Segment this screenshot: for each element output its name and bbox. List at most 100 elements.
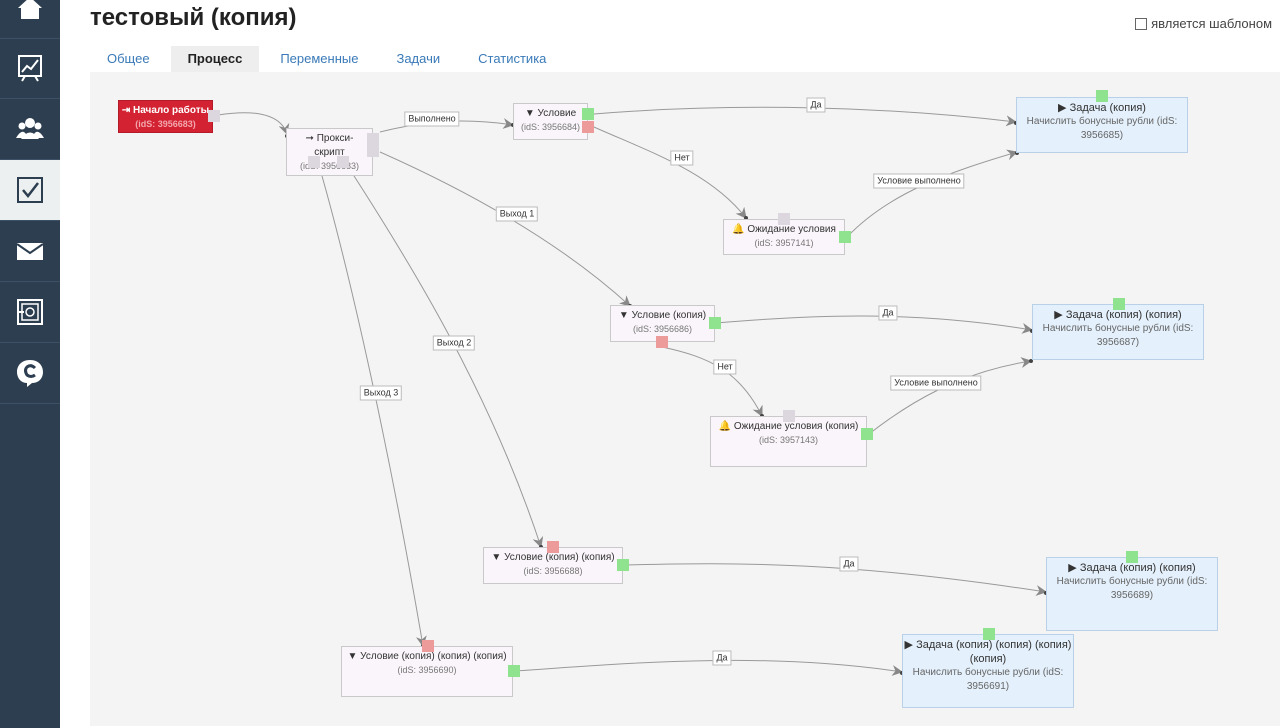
node-wait2-ids: (idS: 3957143): [758, 435, 819, 445]
node-task-4[interactable]: ▶ Задача (копия) (копия) (копия) (копия)…: [902, 634, 1074, 708]
filter-icon: ▼: [618, 310, 629, 321]
node-start-port[interactable]: [208, 110, 220, 122]
node-cond4-port-yes[interactable]: [508, 665, 520, 677]
node-task4-port[interactable]: [983, 628, 995, 640]
chart-board-icon: [18, 55, 42, 82]
sidebar-item-users[interactable]: [0, 99, 60, 160]
edge-proxy-cond4: [317, 161, 427, 648]
edge-proxy-cond2: [379, 151, 631, 307]
tab-tasks[interactable]: Задачи: [396, 51, 441, 66]
edge-label-exit3: Выход 3: [359, 385, 403, 401]
node-cond2-port-yes[interactable]: [709, 317, 721, 329]
edge-start-proxy: [217, 112, 290, 136]
edge-label-done: Выполнено: [404, 111, 460, 127]
sidebar-item-brand[interactable]: [0, 343, 60, 404]
node-task-3[interactable]: ▶ Задача (копия) (копия) Начислить бонус…: [1046, 557, 1218, 631]
node-cond2-port-no[interactable]: [656, 336, 668, 348]
edge-label-exit2: Выход 2: [432, 335, 476, 351]
node-condition-1[interactable]: ▼ Условие (idS: 3956684): [513, 103, 588, 140]
node-task-1[interactable]: ▶ Задача (копия) Начислить бонусные рубл…: [1016, 97, 1188, 153]
tab-variables[interactable]: Переменные: [280, 51, 359, 66]
edge-cond4-task4: [515, 659, 904, 676]
node-cond1-port-yes[interactable]: [582, 108, 594, 120]
node-proxy-port-right[interactable]: [367, 133, 379, 157]
tab-statistics[interactable]: Статистика: [478, 51, 547, 66]
node-wait2-port-out[interactable]: [861, 428, 873, 440]
node-wait1-port-in[interactable]: [778, 213, 790, 225]
node-cond1-port-no[interactable]: [582, 121, 594, 133]
play-icon: ▶: [1054, 309, 1063, 321]
tab-bar: Общее Процесс Переменные Задачи Статисти…: [90, 46, 567, 72]
template-checkbox-box[interactable]: [1135, 17, 1148, 30]
play-icon: ▶: [1068, 562, 1077, 574]
tab-general[interactable]: Общее: [107, 51, 150, 66]
edge-cond2-task2: [715, 315, 1034, 334]
template-checkbox[interactable]: является шаблоном: [1135, 16, 1272, 31]
play-icon: ▶: [1058, 102, 1067, 114]
edge-label-no-2: Нет: [713, 359, 737, 375]
node-task4-title: Задача (копия) (копия) (копия) (копия): [916, 639, 1072, 665]
edge-cond2-wait2: [661, 346, 763, 417]
node-wait2-title: Ожидание условия (копия): [733, 421, 859, 432]
play-icon: ▶: [904, 639, 913, 651]
node-cond3-title: Условие (копия) (копия): [504, 552, 615, 563]
process-canvas[interactable]: Выполнено Выход 1 Выход 2 Выход 3 Да Нет…: [90, 72, 1280, 726]
edge-label-yes-3: Да: [839, 556, 859, 572]
node-task1-title: Задача (копия): [1069, 102, 1146, 114]
home-icon: [18, 0, 42, 19]
filter-icon: ▼: [491, 552, 502, 563]
node-task2-desc: Начислить бонусные рубли (idS: 3956687): [1042, 323, 1194, 348]
node-task3-port[interactable]: [1126, 551, 1138, 563]
node-proxy-title1: Прокси-: [316, 133, 354, 144]
sidebar-item-safe[interactable]: [0, 282, 60, 343]
c-logo-icon: [17, 360, 43, 387]
node-wait1-port-out[interactable]: [839, 231, 851, 243]
node-cond4-port-no[interactable]: [422, 640, 434, 652]
node-condition-2[interactable]: ▼ Условие (копия) (idS: 3956686): [610, 305, 715, 342]
mail-icon: [16, 243, 44, 260]
node-condition-4[interactable]: ▼ Условие (копия) (копия) (копия) (idS: …: [341, 646, 513, 697]
node-cond4-title: Условие (копия) (копия) (копия): [360, 651, 507, 662]
node-task-2[interactable]: ▶ Задача (копия) (копия) Начислить бонус…: [1032, 304, 1204, 360]
edge-label-cond-met-1: Условие выполнено: [873, 173, 965, 189]
node-proxy-port-1[interactable]: [308, 156, 320, 168]
sidebar-item-home[interactable]: [0, 0, 60, 39]
edge-label-yes-1: Да: [806, 97, 826, 113]
edge-cond3-task3: [624, 563, 1048, 596]
node-task3-title: Задача (копия) (копия): [1079, 562, 1196, 574]
node-start[interactable]: ⇥ Начало работы (idS: 3956683): [118, 100, 213, 133]
edge-wait1-task1: [846, 149, 1019, 238]
node-wait2-port-in[interactable]: [783, 410, 795, 422]
bell-icon: 🔔: [718, 421, 732, 432]
edge-label-yes-4: Да: [712, 650, 732, 666]
node-wait1-title: Ожидание условия: [747, 224, 836, 235]
node-proxy-title2: скрипт: [314, 147, 345, 158]
sidebar-item-reports[interactable]: [0, 38, 60, 99]
node-cond3-port-no[interactable]: [547, 541, 559, 553]
node-proxy-ids: (idS: 3956683): [299, 161, 360, 171]
node-proxy-script[interactable]: ➞ Прокси- скрипт (idS: 3956683): [286, 128, 373, 176]
node-wait-2[interactable]: 🔔 Ожидание условия (копия) (idS: 3957143…: [710, 416, 867, 467]
node-task2-port[interactable]: [1113, 298, 1125, 310]
edge-cond1-task1: [593, 106, 1018, 127]
tab-process[interactable]: Процесс: [170, 46, 260, 72]
edge-label-no-1: Нет: [670, 150, 694, 166]
sidebar-item-mail[interactable]: [0, 221, 60, 282]
node-task1-desc: Начислить бонусные рубли (idS: 3956685): [1026, 116, 1178, 141]
node-cond3-ids: (idS: 3956688): [523, 566, 583, 576]
node-wait-1[interactable]: 🔔 Ожидание условия (idS: 3957141): [723, 219, 845, 255]
sidebar: [0, 0, 60, 728]
sidebar-item-tasks[interactable]: [0, 160, 60, 221]
node-task1-port[interactable]: [1096, 90, 1108, 102]
node-cond2-ids: (idS: 3956686): [632, 324, 693, 334]
node-condition-3[interactable]: ▼ Условие (копия) (копия) (idS: 3956688): [483, 547, 623, 584]
node-cond1-title: Условие: [537, 108, 577, 119]
filter-icon: ▼: [524, 108, 535, 119]
node-cond3-port-yes[interactable]: [617, 559, 629, 571]
node-proxy-port-2[interactable]: [337, 156, 349, 168]
edge-proxy-cond3: [344, 161, 544, 549]
node-cond1-ids: (idS: 3956684): [520, 122, 581, 132]
node-task3-desc: Начислить бонусные рубли (idS: 3956689): [1056, 576, 1208, 601]
node-task4-desc: Начислить бонусные рубли (idS: 3956691): [912, 667, 1064, 692]
edge-cond1-wait1: [593, 126, 747, 219]
